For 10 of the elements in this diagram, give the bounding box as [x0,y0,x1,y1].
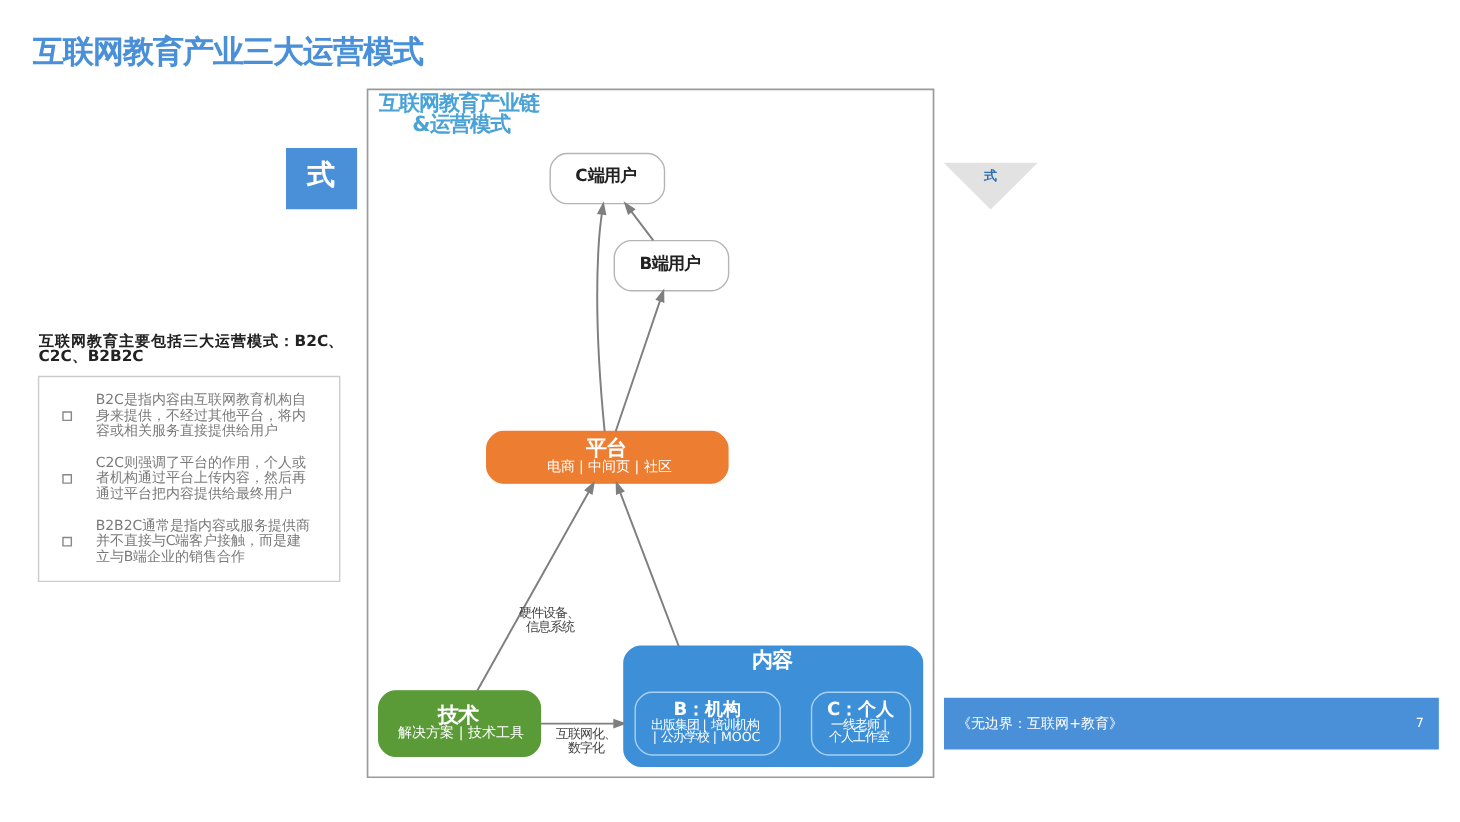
arrow [539,718,627,729]
arrow [623,201,655,242]
node-box: B端用户 [613,239,730,292]
arrow [596,201,607,433]
arrow [615,480,680,648]
node-box: C端用户 [549,152,666,205]
diagram-title: 互联网教育产业三大运营模式 [33,34,423,71]
node-box: 式 [286,147,358,210]
arrow [476,480,596,692]
arrow [614,288,665,433]
